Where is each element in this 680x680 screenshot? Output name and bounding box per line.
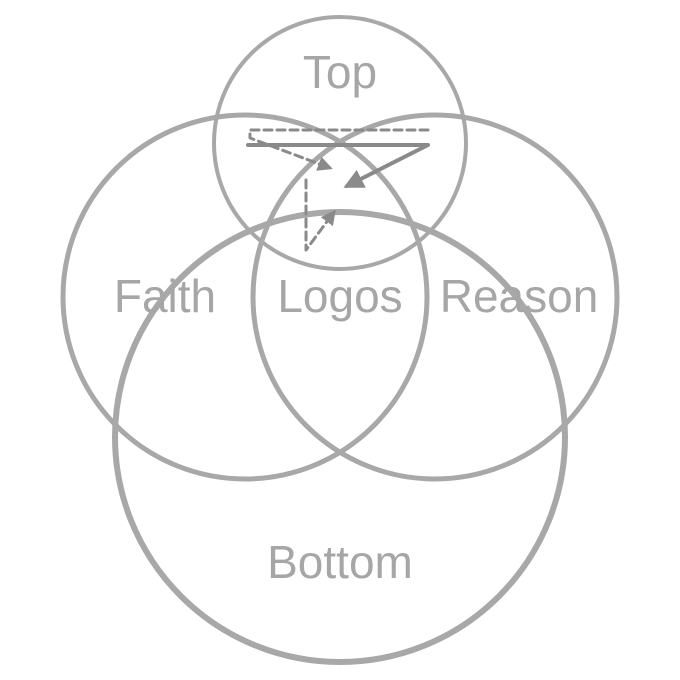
arrow-group — [246, 128, 430, 252]
label-top: Top — [303, 46, 377, 98]
circle-faith — [60, 112, 430, 482]
dashed-arrow-top — [248, 128, 430, 171]
label-faith: Faith — [114, 270, 216, 322]
label-bottom: Bottom — [267, 536, 413, 588]
label-center: Logos — [277, 270, 402, 322]
solid-arrow — [246, 143, 430, 188]
circle-reason — [250, 112, 620, 482]
circle-bottom — [112, 209, 568, 665]
label-reason: Reason — [440, 270, 599, 322]
circle-top — [212, 15, 468, 271]
dashed-arrow-down — [304, 178, 336, 252]
